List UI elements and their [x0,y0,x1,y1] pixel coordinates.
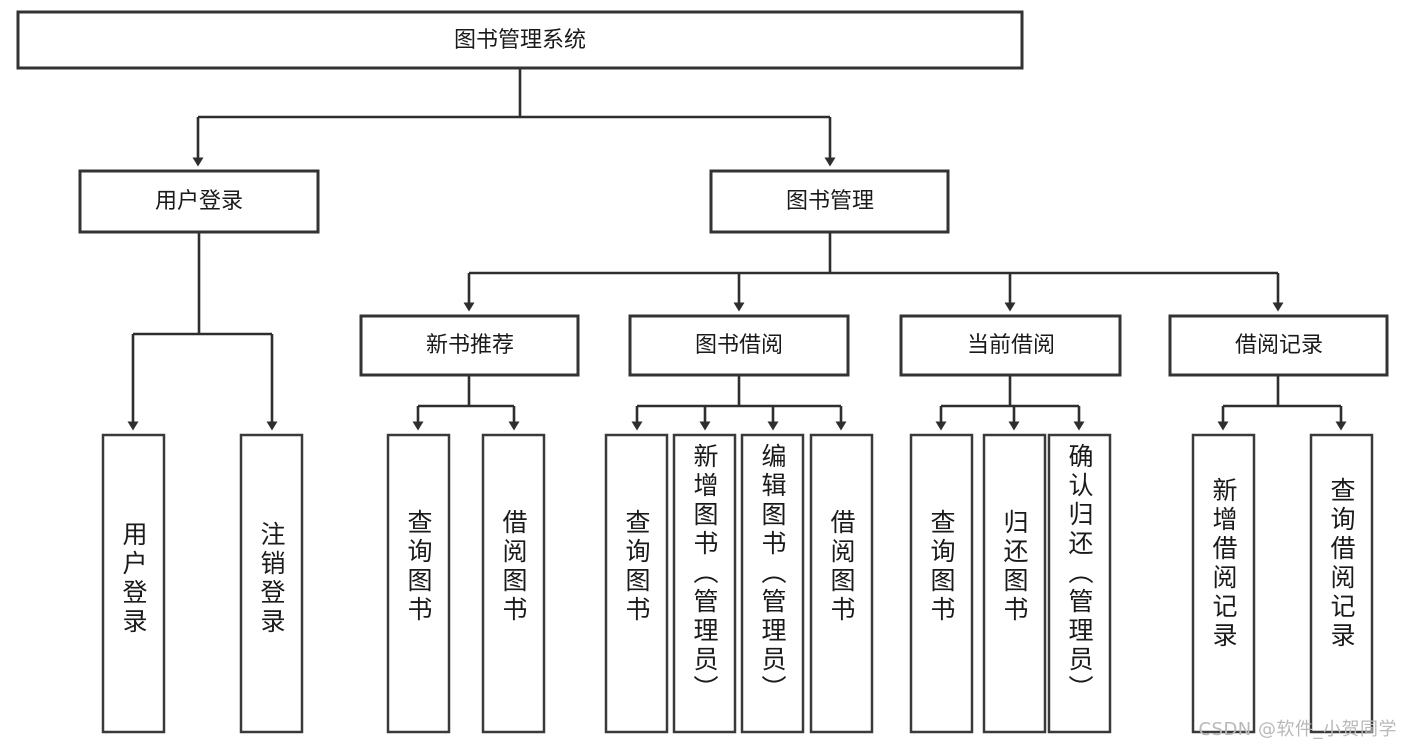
node-new-book-recommend-box[interactable] [359,314,580,377]
csdn-watermark: CSDN @软件_小贺同学 [1198,719,1397,740]
node-leaf-borrow-book-2-box[interactable] [809,433,874,734]
node-leaf-return-book-box[interactable] [982,433,1047,734]
node-new-book-recommend[interactable]: 新书推荐 [359,314,580,377]
node-borrow-record[interactable]: 借阅记录 [1168,314,1389,377]
node-leaf-query-record-box[interactable] [1309,433,1374,734]
node-current-borrow-label: 当前借阅 [967,333,1055,358]
node-root-box[interactable] [16,10,1024,70]
node-current-borrow-box[interactable] [899,314,1122,377]
node-leaf-user-login-box[interactable] [101,433,166,734]
node-leaf-add-book-box[interactable] [672,433,737,734]
node-new-book-recommend-label: 新书推荐 [426,333,514,358]
node-leaf-borrow-book-1-box[interactable] [481,433,546,734]
node-leaf-edit-book-box[interactable] [740,433,805,734]
connector-layer [127,68,1347,431]
node-user-login-box[interactable] [78,169,320,234]
node-current-borrow[interactable]: 当前借阅 [899,314,1122,377]
node-root-label: 图书管理系统 [454,28,586,53]
node-leaf-confirm-return-box[interactable] [1047,433,1112,734]
node-borrow-record-box[interactable] [1168,314,1389,377]
node-leaf-add-record-box[interactable] [1191,433,1256,734]
node-book-borrow-label: 图书借阅 [695,333,783,358]
leaf-box-layer [101,433,1374,734]
node-book-borrow[interactable]: 图书借阅 [628,314,850,377]
node-leaf-query-book-3-box[interactable] [909,433,974,734]
node-book-borrow-box[interactable] [628,314,850,377]
node-leaf-query-book-1-box[interactable] [386,433,451,734]
node-leaf-query-book-2-box[interactable] [604,433,669,734]
node-user-login[interactable]: 用户登录 [78,169,320,234]
node-root[interactable]: 图书管理系统 [16,10,1024,70]
node-book-management-label: 图书管理 [786,189,874,214]
node-borrow-record-label: 借阅记录 [1235,333,1323,358]
node-user-login-label: 用户登录 [155,189,243,214]
node-book-management-box[interactable] [709,169,950,234]
node-book-management[interactable]: 图书管理 [709,169,950,234]
node-leaf-user-logout-box[interactable] [239,433,304,734]
